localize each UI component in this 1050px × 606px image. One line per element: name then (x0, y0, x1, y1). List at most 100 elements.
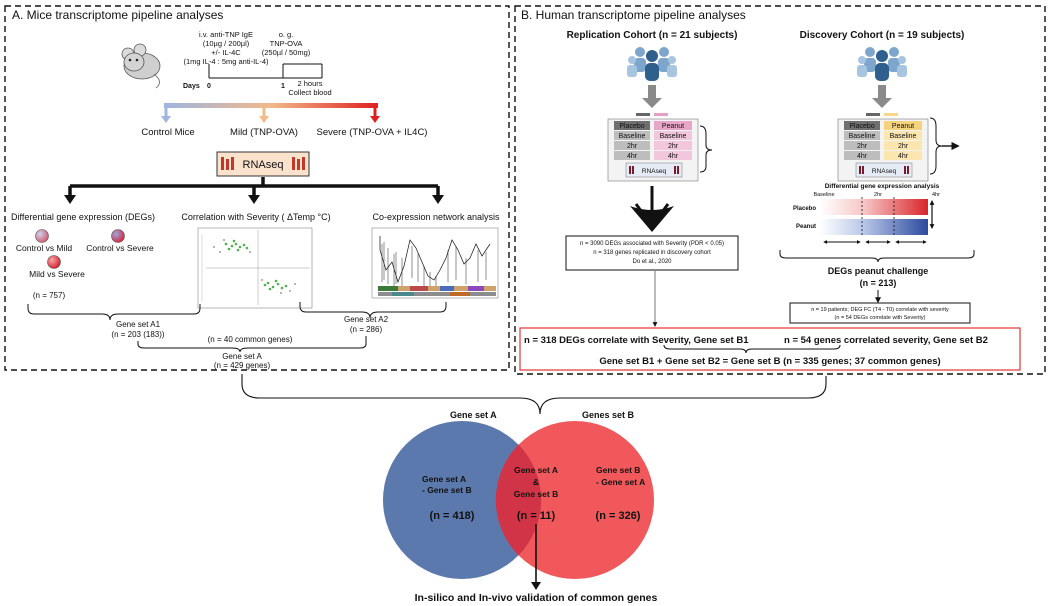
brace-a1 (27, 304, 201, 321)
disc-bar-yellow (884, 113, 898, 116)
og-line-1: o. g. (279, 30, 294, 39)
disc-row-1-b: Baseline (890, 133, 917, 140)
disc-bar-grey (866, 113, 880, 116)
panel-a-title: A. Mice transcriptome pipeline analyses (12, 8, 223, 22)
venn-mid-n: (n = 11) (517, 510, 556, 522)
ball-control-mild (35, 229, 49, 243)
diff-row-peanut: Peanut (796, 224, 816, 230)
branch-arrows (68, 177, 440, 196)
diff-peanut-bar (820, 219, 928, 235)
rep-result-box (565, 235, 739, 271)
degs-peanut-title: DEGs peanut challenge (828, 266, 929, 276)
comp-mild-severe: Mild vs Severe (29, 269, 85, 279)
set-a1-title: Gene set A1 (116, 320, 161, 329)
diff-expr-title: Differential gene expression analysis (825, 183, 940, 190)
rnaseq-label: RNAseq (243, 159, 284, 171)
replication-cohort-title: Replication Cohort (n = 21 subjects) (567, 30, 738, 41)
rep-row-1-a: Baseline (619, 133, 646, 140)
disc-row-2-b: 2hr (898, 143, 909, 150)
method-coexp: Co-expression network analysis (372, 212, 500, 222)
disc-row-1-a: Baseline (849, 133, 876, 140)
rep-bar-pink (654, 113, 668, 116)
venn-overlap (495, 444, 542, 556)
group-severe: Severe (TNP-OVA + IL4C) (317, 127, 428, 138)
degs-peanut-brace (779, 250, 975, 263)
panel-a: A. Mice transcriptome pipeline analyses … (4, 5, 510, 371)
diff-row-placebo: Placebo (793, 206, 816, 212)
iv-line-2: (10µg / 200µl) (203, 39, 250, 48)
venn-circle-gene-set-a (383, 421, 541, 579)
rep-row-1-b: Baseline (660, 133, 687, 140)
people-icon-replication (627, 47, 677, 81)
n-deg: (n = 757) (33, 291, 66, 300)
mouse-icon (121, 43, 161, 89)
rep-row-0-a: Placebo (619, 123, 644, 130)
set-a-n: (n = 429 genes) (214, 361, 271, 370)
rep-grid-brace (699, 125, 713, 173)
venn-right-n: (n = 326) (596, 510, 641, 522)
rep-arrowhead (630, 206, 674, 232)
disc-row-0-a: Placebo (849, 123, 874, 130)
correlation-scatter-plot (197, 227, 313, 309)
days-label: Days (183, 83, 200, 90)
common-genes: (n = 40 common genes) (208, 335, 293, 344)
hours-line-2: Collect blood (288, 88, 331, 97)
diff-tick-4hr: 4hr (932, 192, 940, 198)
discovery-cohort-title: Discovery Cohort (n = 19 subjects) (800, 30, 965, 41)
venn-right-line-2: - Gene set A (596, 477, 645, 487)
comp-control-severe: Control vs Severe (86, 243, 154, 253)
iv-line-1: i.v. anti-TNP IgE (199, 30, 253, 39)
set-a2-title: Gene set A2 (344, 315, 389, 324)
disc-row-2-a: 2hr (857, 143, 868, 150)
diff-tick-2hr: 2hr (874, 192, 882, 198)
iv-line-4: (1mg IL-4 : 5mg anti-IL-4) (183, 57, 269, 66)
hours-line-1: 2 hours (297, 79, 322, 88)
grey-arrows (642, 85, 892, 108)
ball-mild-severe (47, 255, 61, 269)
disc-grid-brace (929, 117, 943, 175)
venn-right-title: Genes set B (582, 410, 635, 420)
comp-control-mild: Control vs Mild (16, 243, 72, 253)
validation-footer: In-silico and In-vivo validation of comm… (415, 592, 658, 604)
coexpression-dendrogram (371, 227, 499, 299)
b-sum-brace (663, 344, 841, 354)
method-corr: Correlation with Severity ( ΔTemp °C) (181, 212, 330, 222)
disc-rnaseq-label: RNAseq (872, 168, 897, 175)
rep-row-0-b: Peanut (662, 123, 684, 130)
ball-control-severe (111, 229, 125, 243)
brace-a2 (299, 302, 447, 319)
set-a2-n: (n = 286) (350, 325, 383, 334)
merge-brace (241, 374, 827, 415)
diff-dashed-lines (861, 197, 895, 237)
day-1: 1 (281, 83, 285, 90)
rep-box-line-3: Do et al., 2020 (632, 259, 672, 265)
venn-mid-line-1: Gene set A (514, 465, 558, 475)
brace-a (137, 336, 367, 353)
method-deg: Differential gene expression (DEGs) (11, 212, 155, 222)
set-a1-n: (n = 203 (183)) (111, 330, 164, 339)
panel-b-border (514, 5, 1046, 375)
set-a-title: Gene set A (222, 352, 262, 361)
group-control: Control Mice (141, 127, 194, 138)
og-line-3: (250µl / 50mg) (262, 48, 311, 57)
disc-box-line-2: (n = 54 DEGs correlate with Severity) (835, 315, 926, 321)
diff-placebo-bar (820, 199, 928, 215)
venn-mid-line-2: & (533, 477, 539, 487)
panel-a-border (4, 5, 510, 371)
gene-set-b1: n = 318 DEGs correlate with Severity, Ge… (524, 335, 749, 346)
rnaseq-box: RNAseq (216, 151, 310, 177)
validation-arrowhead (531, 582, 541, 590)
rep-row-3-b: 4hr (668, 153, 679, 160)
disc-box-line-1: n = 19 patients; DEG FC (T4 - T0) correl… (811, 307, 949, 313)
rep-box-line-1: n = 3090 DEGs associated with Severity (… (580, 241, 724, 247)
rep-box-line-2: n = 318 genes replicated in discovery co… (593, 250, 711, 256)
venn-left-line-2: - Gene set B (422, 485, 472, 495)
diff-tick-baseline: Baseline (813, 192, 834, 198)
og-line-2: TNP-OVA (270, 39, 303, 48)
rep-bar-grey (636, 113, 650, 116)
replication-sample-grid: Placebo Peanut Baseline Baseline 2hr 2hr… (607, 118, 699, 182)
rep-rnaseq-label: RNAseq (642, 168, 667, 175)
severity-gradient-bar (164, 103, 378, 108)
rep-row-3-a: 4hr (627, 153, 638, 160)
